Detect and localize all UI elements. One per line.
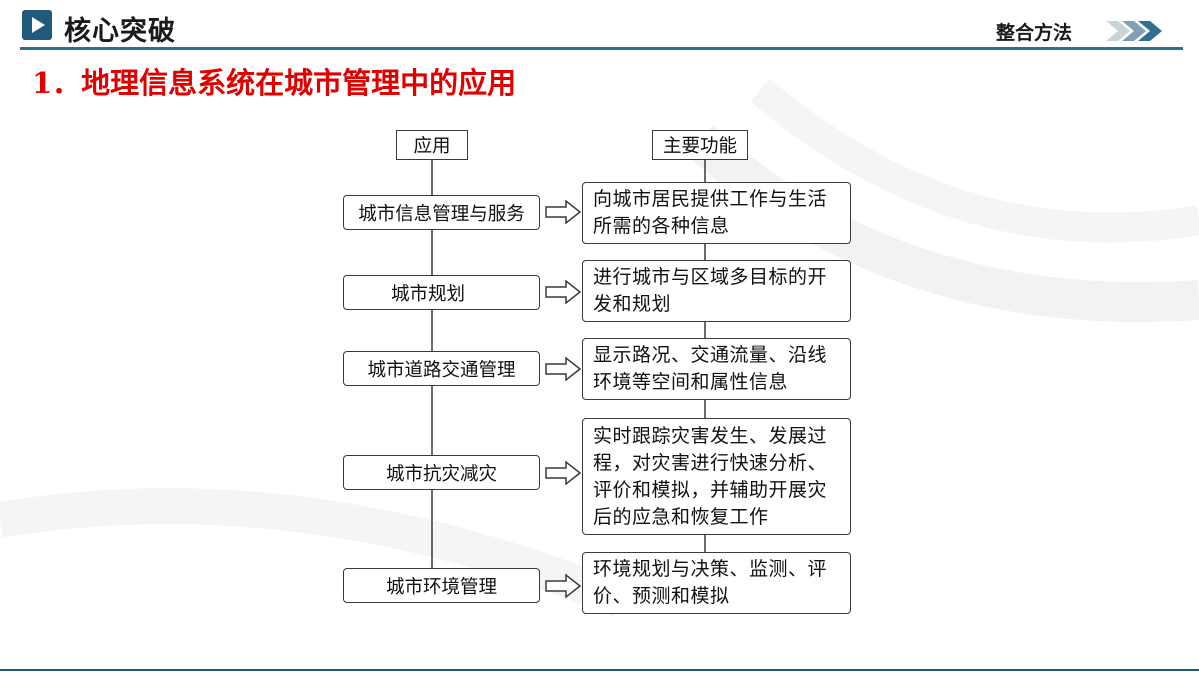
arrow-icon [545,199,582,225]
function-box: 环境规划与决策、监测、评价、预测和模拟 [582,552,851,614]
function-box: 向城市居民提供工作与生活所需的各种信息 [582,182,851,244]
arrow-icon [545,356,582,382]
function-box: 实时跟踪灾害发生、发展过程，对灾害进行快速分析、评价和模拟，并辅助开展灾后的应急… [582,418,851,535]
function-box: 显示路况、交通流量、沿线环境等空间和属性信息 [582,338,851,400]
application-box: 城市道路交通管理 [343,351,540,386]
header-title: 核心突破 [64,16,176,47]
arrow-icon [545,573,582,599]
application-box: 城市环境管理 [343,568,540,603]
application-column-header: 应用 [396,130,468,160]
chevron-arrows-icon [1106,21,1162,41]
play-icon [22,10,52,40]
application-box: 城市抗灾减灾 [343,455,540,490]
application-box: 城市信息管理与服务 [343,195,540,230]
header-divider [20,47,1183,50]
arrow-icon [545,279,582,305]
arrow-icon [545,460,582,486]
header-section-label: 整合方法 [996,22,1073,44]
function-column-header: 主要功能 [652,130,748,160]
application-box: 城市规划 [343,275,540,310]
function-box: 进行城市与区域多目标的开发和规划 [582,260,851,322]
footer-divider [0,669,1199,671]
section-title: 1．地理信息系统在城市管理中的应用 [32,66,517,100]
